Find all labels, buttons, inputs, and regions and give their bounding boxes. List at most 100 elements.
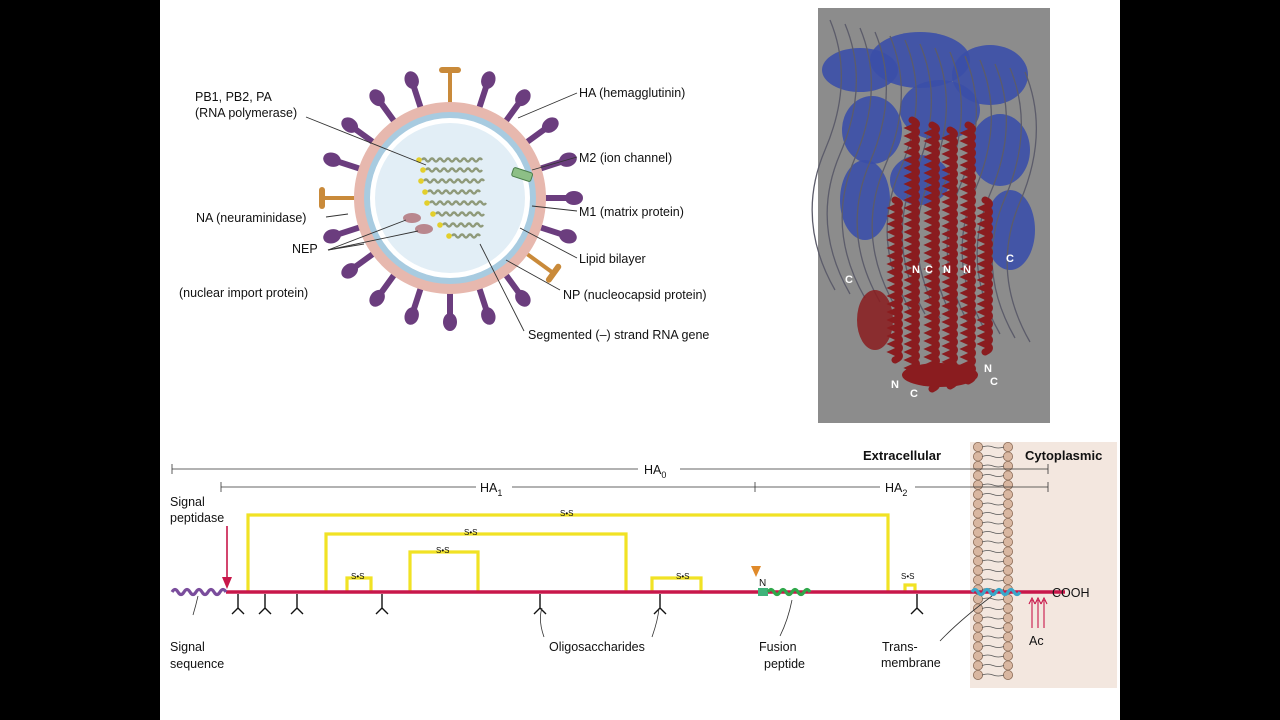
head-domain: [985, 190, 1035, 270]
ha-spike-head: [565, 191, 583, 205]
label-fusion-peptide-sub: peptide: [764, 657, 805, 671]
loop-strand: [871, 35, 902, 307]
lipid-tail: [981, 569, 1005, 572]
n-terminus-marker: [758, 588, 768, 596]
label-ha1: HA1: [480, 481, 502, 498]
lipid-head: [1003, 632, 1014, 643]
loop-strand: [856, 31, 887, 303]
lipid-head: [973, 508, 984, 519]
virus-particle-diagram: PB1, PB2, PA (RNA polymerase) HA (hemagg…: [179, 67, 709, 342]
rna-strand: [442, 222, 484, 228]
lipid-head: [1003, 660, 1014, 671]
lipid-tail: [981, 559, 1005, 563]
lipid-head: [1003, 622, 1014, 633]
structure-label-c: C: [845, 274, 853, 286]
lipid-tail: [981, 607, 1005, 610]
lipid-head: [973, 537, 984, 548]
lipid-tail: [981, 616, 1005, 620]
alpha-helix: [903, 116, 920, 380]
acylation-arrows: [1028, 596, 1048, 628]
label-fusion-peptide: Fusion: [759, 640, 797, 654]
disulfide-label: S•S: [464, 528, 477, 537]
rna-strand: [429, 200, 487, 206]
lipid-head: [1003, 527, 1014, 538]
label-ha: HA (hemagglutinin): [579, 86, 685, 100]
label-oligosaccharides: Oligosaccharides: [549, 640, 645, 654]
ha-spike-head: [323, 229, 341, 244]
lipid-tail: [981, 521, 1005, 525]
lipid-head: [1003, 508, 1014, 519]
label-signal-sequence: Signal: [170, 640, 205, 654]
lipid-head: [1003, 518, 1014, 529]
signal-sequence-segment: [170, 587, 228, 597]
signal-peptidase-arrowhead: [222, 577, 232, 589]
sequence-segments: [170, 587, 1022, 597]
disulfide-bridges: [246, 513, 917, 591]
lipid-tail: [981, 673, 1005, 677]
lipid-head: [973, 479, 984, 490]
glycan-icon: [375, 594, 389, 615]
lipid-tail: [981, 626, 1005, 629]
protein-ribbons: [811, 19, 1037, 393]
label-m2: M2 (ion channel): [579, 151, 672, 165]
lipid-tail: [981, 550, 1005, 553]
structure-label-n: N: [963, 264, 971, 276]
structure-label-n: N: [912, 264, 920, 276]
lipid-head: [973, 489, 984, 500]
lipid-tail: [981, 512, 1005, 515]
structure-label-c: C: [1006, 253, 1014, 265]
rna-strand: [425, 167, 483, 173]
loop-strand: [886, 39, 917, 311]
lipid-head: [973, 660, 984, 671]
alpha-helix: [959, 121, 976, 385]
lipid-tail: [981, 493, 1005, 496]
lipid-head: [1003, 565, 1014, 576]
lipid-head: [1003, 603, 1014, 614]
loop-strand: [976, 63, 1007, 335]
lipid-head: [973, 498, 984, 509]
lipid-head: [1003, 489, 1014, 500]
polymerase-dot: [424, 200, 430, 206]
head-domain: [840, 160, 890, 240]
nep-particle: [415, 224, 433, 234]
lipid-head: [973, 556, 984, 567]
lipid-head: [1003, 641, 1014, 652]
lipid-head: [973, 613, 984, 624]
label-transmembrane: Trans-: [882, 640, 918, 654]
lipid-head: [1003, 441, 1014, 452]
label-m1: M1 (matrix protein): [579, 205, 684, 219]
ha-spike-head: [341, 117, 359, 133]
membrane-bilayer: [973, 441, 1014, 681]
loop-strand: [826, 23, 857, 295]
ha-trimer-structure: N C N N C C N C N C: [811, 8, 1050, 423]
lipid-head: [973, 565, 984, 576]
ha-spike-head: [559, 229, 577, 244]
glycan-icon: [290, 594, 304, 615]
lipid-tail: [981, 597, 1005, 601]
label-np: NP (nucleocapsid protein): [563, 288, 707, 302]
head-domain: [870, 32, 970, 88]
structure-label-c: C: [910, 388, 918, 400]
lipid-tail: [981, 445, 1005, 449]
structure-label-c: C: [925, 264, 933, 276]
nep-particle: [403, 213, 421, 223]
rna-strand: [435, 211, 485, 217]
ha-spike-head: [404, 307, 419, 325]
cytoplasm-region: [970, 442, 1117, 688]
lipid-head: [1003, 498, 1014, 509]
na-spike-stalk: [524, 251, 556, 276]
span-brackets: [171, 464, 1049, 492]
head-domain: [952, 45, 1028, 105]
rna-strand: [427, 189, 481, 195]
label-transmembrane-sub: membrane: [881, 656, 941, 670]
label-rna: Segmented (–) strand RNA gene: [528, 328, 709, 342]
lipid-head: [1003, 670, 1014, 681]
lipid-head: [973, 622, 984, 633]
rna-strand: [423, 178, 485, 184]
lipid-head: [973, 575, 984, 586]
na-spike-head: [545, 263, 562, 283]
ha-primary-structure-map: Extracellular Cytoplasmic HA0 HA1 HA2: [170, 441, 1117, 688]
lipid-tail: [981, 502, 1005, 506]
head-domain: [842, 96, 902, 164]
virus-core: [375, 123, 525, 273]
